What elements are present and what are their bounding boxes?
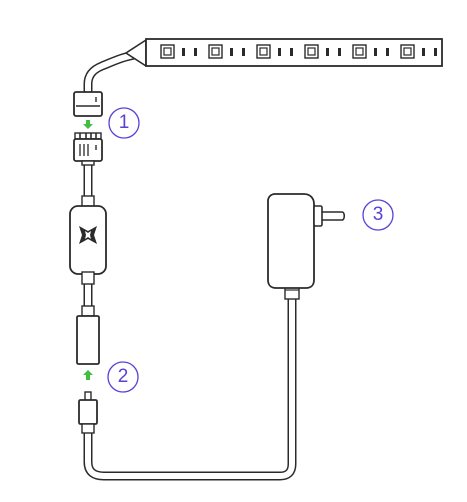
step-1-badge [108, 107, 140, 139]
led-chip-lens [163, 47, 172, 56]
step-3-badge [362, 199, 394, 231]
led-strip-body [145, 38, 443, 67]
led-chip [160, 44, 175, 59]
bowtie-logo-icon [79, 226, 97, 244]
resistor-mark [326, 48, 329, 56]
resistor-mark [338, 48, 341, 56]
led-chip-lens [307, 47, 316, 56]
dc-barrel-plug [78, 391, 98, 434]
wall-plug-icon [313, 205, 346, 227]
arrow-up-icon [83, 370, 93, 380]
led-chip [352, 44, 367, 59]
resistor-mark [194, 48, 197, 56]
step-2-badge [107, 361, 139, 393]
step-2-number: 2 [117, 366, 129, 387]
led-chip [256, 44, 271, 59]
resistor-mark [182, 48, 185, 56]
step-3-number: 3 [372, 204, 384, 225]
resistor-mark [230, 48, 233, 56]
arrow-down-icon [83, 120, 93, 129]
resistor-mark [434, 48, 437, 56]
step-1-number: 1 [118, 112, 130, 133]
resistor-mark [278, 48, 281, 56]
resistor-mark [422, 48, 425, 56]
led-controller [69, 195, 107, 285]
power-adapter [267, 193, 346, 300]
resistor-mark [242, 48, 245, 56]
male-pin-plug [73, 132, 103, 166]
strip-taper [125, 39, 147, 67]
led-chip-lens [211, 47, 220, 56]
strip-female-connector [73, 91, 103, 117]
led-chip-lens [355, 47, 364, 56]
resistor-mark [386, 48, 389, 56]
led-strip [125, 38, 443, 67]
led-chip [304, 44, 319, 59]
led-chip [400, 44, 415, 59]
dc-barrel-socket [76, 305, 100, 365]
led-chip-lens [403, 47, 412, 56]
led-chip-lens [259, 47, 268, 56]
resistor-mark [290, 48, 293, 56]
led-chip [208, 44, 223, 59]
resistor-mark [374, 48, 377, 56]
